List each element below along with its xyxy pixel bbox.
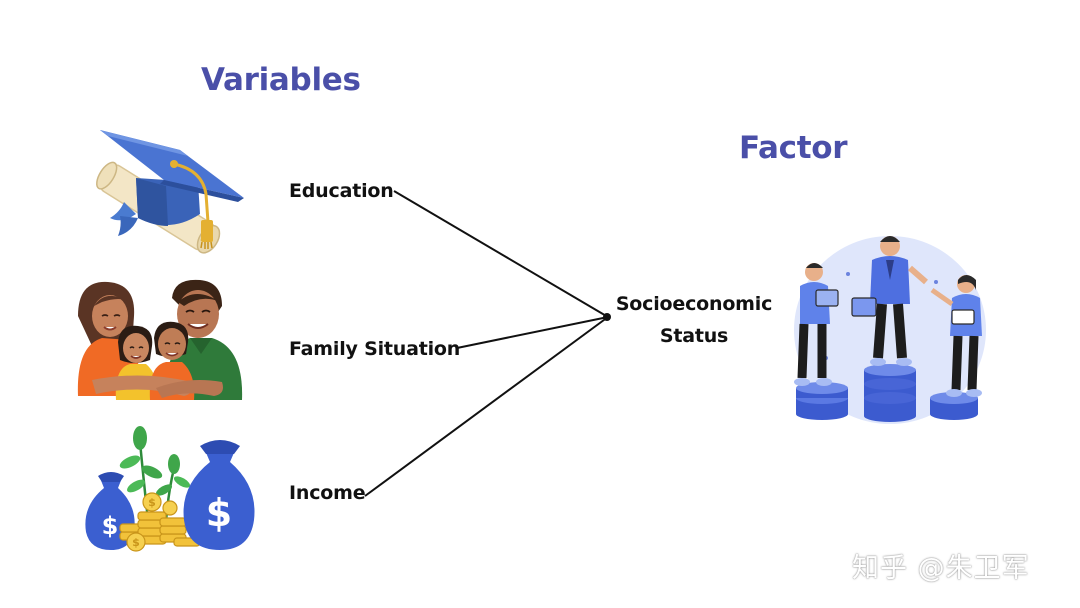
variable-label-income: Income <box>289 482 366 504</box>
graduation-cap-icon <box>96 130 244 254</box>
factor-label-line1: Socioeconomic <box>615 293 773 315</box>
svg-text:$: $ <box>148 496 156 509</box>
variable-label-education: Education <box>289 180 394 202</box>
svg-text:$: $ <box>132 536 140 549</box>
edge-income <box>364 316 609 497</box>
factor-heading: Factor <box>739 130 848 166</box>
watermark: 知乎 @朱卫军 <box>852 553 1030 584</box>
family-icon <box>77 279 243 400</box>
variable-label-family-situation: Family Situation <box>289 338 461 360</box>
money-bags-icon: $ $ $ $ <box>85 426 255 552</box>
edge-family <box>456 316 609 349</box>
factor-label: Socioeconomic Status <box>600 288 788 352</box>
edge-education <box>393 190 609 318</box>
edge-junction <box>603 313 611 321</box>
people-on-coin-stacks-icon <box>794 236 986 424</box>
svg-text:$: $ <box>206 491 232 535</box>
factor-label-line2: Status <box>659 325 729 347</box>
svg-text:$: $ <box>102 512 119 540</box>
variables-heading: Variables <box>201 62 361 98</box>
